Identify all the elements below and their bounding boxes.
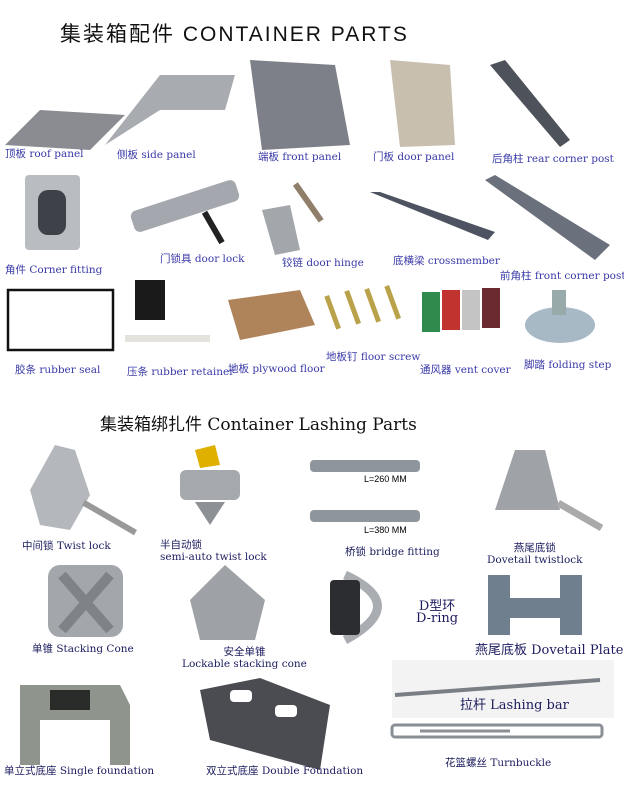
product-images-row3 — [6, 280, 595, 352]
product-images-row5 — [48, 565, 582, 644]
label-cn: 半自动锁 — [160, 539, 202, 551]
label-rear-corner-post: 后角柱 rear corner post — [492, 153, 614, 165]
label-vent-cover: 通风器 vent cover — [420, 364, 511, 376]
label-cn: 安全单锥 — [223, 646, 266, 658]
lashing-bar-image — [394, 678, 601, 697]
section-title-lashing-parts: 集装箱绑扎件 Container Lashing Parts — [100, 415, 417, 435]
front-panel-image — [250, 60, 350, 150]
vent-cover-image — [422, 288, 500, 332]
label-en: D-ring — [416, 611, 459, 626]
label-turnbuckle: 花篮螺丝 Turnbuckle — [445, 757, 552, 769]
label-d-ring: D型环 D-ring — [416, 599, 459, 626]
single-foundation-image — [20, 685, 130, 765]
product-images-row4 — [30, 445, 604, 536]
label-lashing-bar: 拉杆 Lashing bar — [460, 698, 569, 713]
label-door-panel: 门板 door panel — [373, 151, 455, 163]
label-stacking-cone: 单锥 Stacking Cone — [32, 643, 134, 655]
floor-screw-image — [324, 284, 401, 330]
double-foundation-image — [200, 678, 330, 770]
label-rubber-retainer: 压条 rubber retainer — [127, 366, 235, 378]
bridge-fitting-length-2: L=380 MM — [362, 525, 409, 535]
label-corner-fitting: 角件 Corner fitting — [5, 264, 103, 276]
rear-corner-post-image — [490, 60, 570, 147]
product-images-row1 — [5, 60, 570, 150]
label-en: semi-auto twist lock — [160, 551, 267, 563]
twist-lock-image — [30, 445, 90, 530]
label-double-foundation: 双立式底座 Double Foundation — [206, 765, 364, 777]
label-side-panel: 侧板 side panel — [117, 149, 196, 161]
label-cn: 燕尾底锁 — [513, 542, 556, 554]
door-panel-image — [390, 60, 455, 147]
label-door-hinge: 铰链 door hinge — [282, 257, 364, 269]
door-hinge-image — [262, 205, 300, 255]
front-corner-post-image — [485, 175, 610, 260]
door-lock-image — [130, 180, 240, 232]
label-en: Dovetail twistlock — [487, 554, 583, 566]
label-folding-step: 脚踏 folding step — [524, 359, 612, 371]
dovetail-twistlock-image — [495, 450, 560, 510]
turnbuckle-image — [390, 723, 604, 739]
lockable-stacking-cone-image — [190, 565, 265, 640]
product-images-row6 — [20, 660, 614, 770]
label-twist-lock: 中间锁 Twist lock — [22, 540, 111, 552]
dovetail-plate-image — [488, 575, 582, 635]
bridge-fitting-length-1: L=260 MM — [362, 474, 409, 484]
plywood-floor-image — [228, 290, 315, 340]
label-roof-panel: 顶板 roof panel — [5, 148, 84, 160]
label-front-panel: 端板 front panel — [258, 151, 342, 163]
label-floor-screw: 地板钉 floor screw — [326, 351, 421, 363]
crossmember-image — [370, 192, 495, 240]
bridge-fitting-image — [310, 460, 420, 522]
label-front-corner-post: 前角柱 front corner post — [500, 270, 624, 282]
label-cn: D型环 — [418, 599, 456, 614]
folding-step-image — [525, 290, 595, 343]
label-semi-auto-twist-lock: 半自动锁 semi-auto twist lock — [160, 539, 267, 563]
label-en: Lockable stacking cone — [182, 658, 307, 670]
label-door-lock: 门锁具 door lock — [160, 253, 245, 265]
label-dovetail-plate: 燕尾底板 Dovetail Plate — [475, 643, 624, 658]
product-images-row2 — [25, 175, 610, 260]
label-single-foundation: 单立式底座 Single foundation — [4, 765, 155, 777]
section-title-container-parts: 集装箱配件 CONTAINER PARTS — [60, 23, 409, 46]
semi-auto-twist-lock-image — [180, 445, 240, 525]
d-ring-image — [330, 570, 382, 644]
label-crossmember: 底横梁 crossmember — [393, 255, 500, 267]
side-panel-image — [105, 75, 235, 145]
roof-panel-image — [5, 110, 125, 150]
label-bridge-fitting: 桥锁 bridge fitting — [345, 546, 440, 558]
label-plywood-floor: 地板 plywood floor — [228, 363, 325, 375]
label-lockable-stacking-cone: 安全单锥 Lockable stacking cone — [182, 646, 307, 670]
label-dovetail-twistlock: 燕尾底锁 Dovetail twistlock — [487, 542, 583, 566]
rubber-seal-image — [6, 288, 115, 352]
rubber-retainer-image — [135, 280, 165, 320]
label-rubber-seal: 胶条 rubber seal — [15, 364, 101, 376]
